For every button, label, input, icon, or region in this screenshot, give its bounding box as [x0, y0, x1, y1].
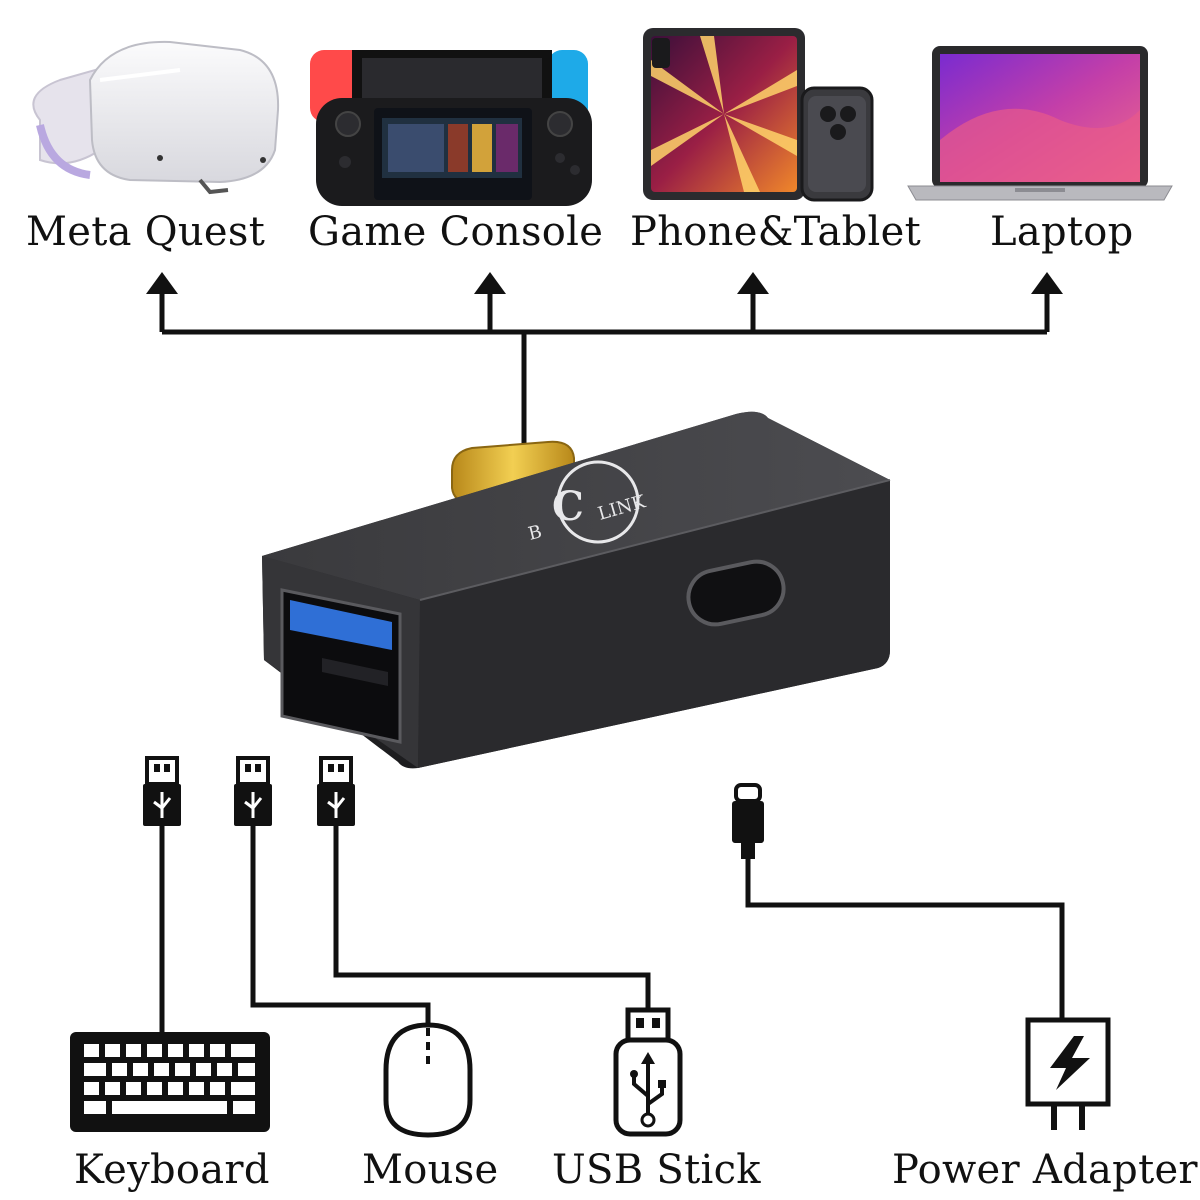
label-laptop: Laptop: [990, 209, 1134, 255]
brand-mark: C: [552, 483, 584, 530]
vr-headset-icon: [32, 40, 280, 195]
usb-a-plug-icon: [234, 756, 272, 826]
phone-icon: [800, 86, 874, 202]
usb-c-port: [686, 559, 786, 627]
label-meta-quest: Meta Quest: [26, 209, 266, 255]
usb-c-otg-adapter: C B LINK: [262, 411, 891, 769]
tablet-icon: [643, 28, 805, 200]
usb-a-plug-icon: [317, 756, 355, 826]
label-game-console: Game Console: [308, 209, 604, 255]
power-adapter-icon: [1025, 1017, 1111, 1130]
label-mouse: Mouse: [362, 1147, 499, 1193]
peripheral-cables: [159, 826, 1065, 1032]
label-power-adapter: Power Adapter: [892, 1147, 1198, 1193]
label-phone-tablet: Phone&Tablet: [630, 209, 921, 255]
arrow-up-icon: [737, 272, 769, 294]
device-connector-lines: [159, 290, 1050, 445]
label-keyboard: Keyboard: [74, 1147, 270, 1193]
label-usb-stick: USB Stick: [552, 1147, 761, 1193]
keyboard-icon: [70, 1032, 270, 1132]
brand-initial: B: [526, 521, 544, 545]
brand-logo-ring: [556, 460, 640, 544]
arrowheads: [146, 272, 1063, 294]
usb-stick-icon: [613, 1007, 683, 1137]
usb-a-plug-icon: [143, 756, 181, 826]
handheld-console-icon: [310, 50, 592, 206]
arrow-up-icon: [474, 272, 506, 294]
usb-c-plug-icon: [732, 783, 764, 859]
mouse-icon: [383, 1022, 473, 1138]
laptop-icon: [907, 46, 1173, 201]
arrow-up-icon: [146, 272, 178, 294]
arrow-up-icon: [1031, 272, 1063, 294]
